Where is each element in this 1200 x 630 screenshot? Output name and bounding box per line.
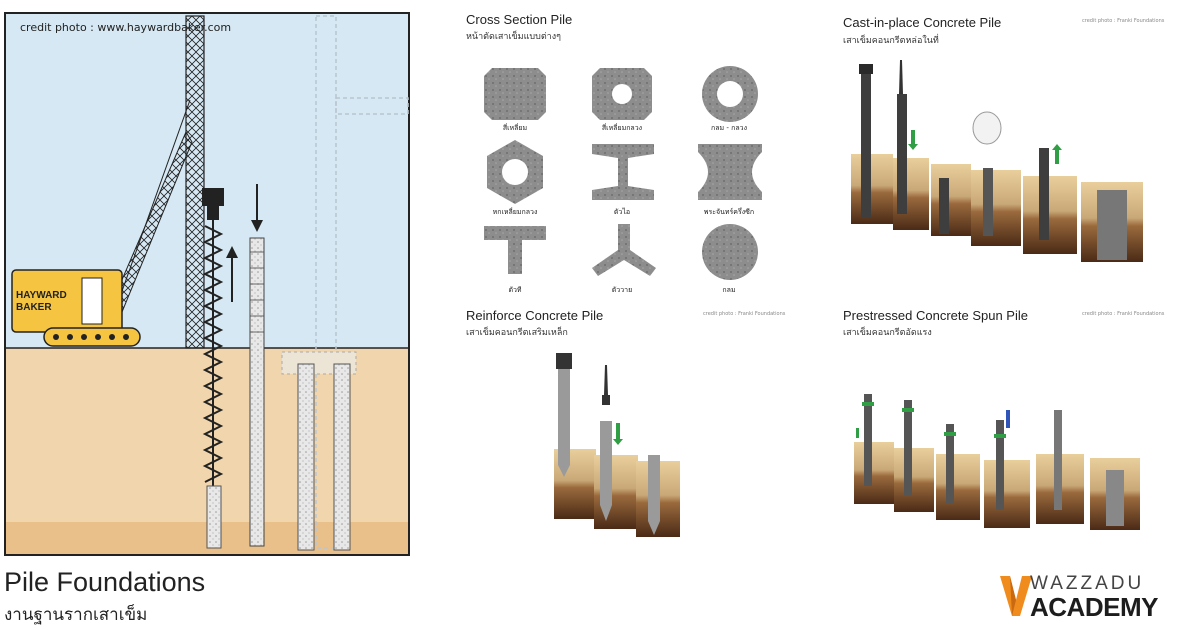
prestressed-subtitle: เสาเข็มคอนกรีตอัดแรง <box>843 328 932 338</box>
shape-label: ตัววาย <box>611 286 633 294</box>
left-photo-credit: credit photo : www.haywardbaker.com <box>20 21 232 34</box>
shape-label: ตัวไอ <box>613 208 631 216</box>
reinforce-subtitle: เสาเข็มคอนกรีตเสริมเหล็ก <box>466 328 568 338</box>
prestressed-title: Prestressed Concrete Spun Pile <box>843 308 1028 323</box>
shape-hollow-hexagon <box>487 140 543 204</box>
cast-in-place-title: Cast-in-place Concrete Pile <box>843 15 1002 30</box>
pile-driving-scene: HAYWARD BAKER <box>4 12 410 556</box>
reinforce-title: Reinforce Concrete Pile <box>466 308 604 323</box>
pile-driving-illustration: HAYWARD BAKER credit photo : www.hayward… <box>4 12 410 556</box>
page-subtitle: งานฐานรากเสาเข็ม <box>4 605 148 625</box>
shape-hollow-circle <box>702 66 758 122</box>
cast-in-place-credit: credit photo : Franki Foundations <box>1082 18 1165 24</box>
logo-wordmark-bottom: ACADEMY <box>1030 592 1158 622</box>
shape-half-moon <box>698 144 762 200</box>
cross-section-shapes <box>484 66 762 280</box>
shape-label: พระจันทร์ครึ่งซีก <box>703 208 755 216</box>
shape-t <box>484 226 546 274</box>
page-title: Pile Foundations <box>4 567 206 597</box>
crane-brand-line1: HAYWARD <box>16 290 67 301</box>
wazzadu-logo-icon <box>1000 576 1032 616</box>
shape-y <box>592 224 656 276</box>
shape-label: กลม <box>722 286 736 294</box>
shape-label: ตัวที <box>508 286 522 294</box>
shape-label: หกเหลี่ยมกลวง <box>492 208 538 216</box>
shape-circle <box>702 224 758 280</box>
prestressed-credit: credit photo : Franki Foundations <box>1082 311 1165 317</box>
shape-label: สี่เหลี่ยมกลวง <box>601 124 643 132</box>
cross-section-title: Cross Section Pile <box>466 12 573 27</box>
cast-in-place-illustration <box>851 60 1143 262</box>
shape-square <box>484 68 546 120</box>
shape-hollow-square <box>592 68 652 120</box>
shape-label: สี่เหลี่ยม <box>502 124 528 132</box>
logo-wordmark-top: WAZZADU <box>1030 573 1145 594</box>
reinforce-credit: credit photo : Franki Foundations <box>703 311 786 317</box>
shape-i-beam <box>592 144 654 200</box>
reinforce-illustration <box>554 353 680 537</box>
crane-brand-line2: BAKER <box>16 302 52 313</box>
cross-section-subtitle: หน้าตัดเสาเข็มแบบต่างๆ <box>466 32 561 42</box>
cast-in-place-subtitle: เสาเข็มคอนกรีตหล่อในที่ <box>843 36 939 46</box>
prestressed-illustration <box>854 394 1140 530</box>
shape-label: กลม - กลวง <box>711 124 747 132</box>
